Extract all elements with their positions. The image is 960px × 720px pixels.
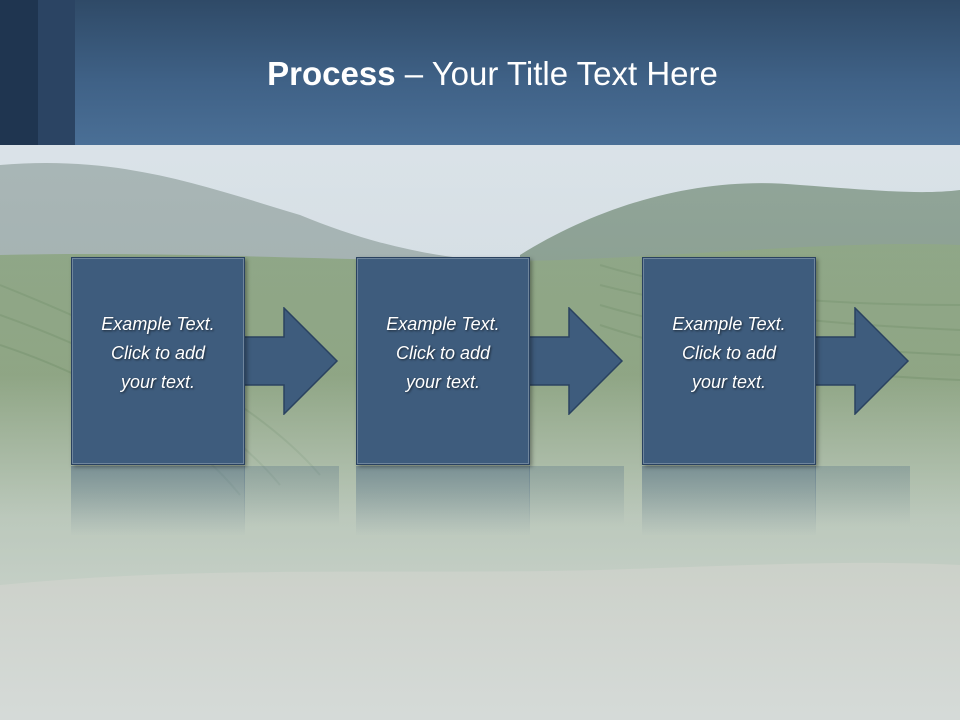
step-reflection	[356, 466, 530, 536]
header-accent-stripe	[38, 0, 75, 145]
step-reflection	[642, 466, 816, 536]
process-step-3[interactable]: Example Text. Click to add your text.	[642, 257, 816, 465]
arrow-reflection	[244, 466, 339, 526]
title-bar: Process – Your Title Text Here	[0, 0, 960, 145]
step-text[interactable]: Example Text. Click to add your text.	[672, 314, 786, 392]
arrow-right-icon[interactable]	[815, 307, 910, 415]
process-step-2[interactable]: Example Text. Click to add your text.	[356, 257, 530, 465]
title-bold: Process	[267, 55, 396, 92]
process-step-1[interactable]: Example Text. Click to add your text.	[71, 257, 245, 465]
arrow-reflection	[529, 466, 624, 526]
arrow-reflection	[815, 466, 910, 526]
step-text[interactable]: Example Text. Click to add your text.	[101, 314, 215, 392]
header-accent-stripe	[0, 0, 38, 145]
step-text[interactable]: Example Text. Click to add your text.	[386, 314, 500, 392]
step-reflection	[71, 466, 245, 536]
arrow-right-icon[interactable]	[529, 307, 624, 415]
slide-title[interactable]: Process – Your Title Text Here	[75, 52, 910, 96]
title-rest: – Your Title Text Here	[395, 55, 718, 92]
arrow-right-icon[interactable]	[244, 307, 339, 415]
